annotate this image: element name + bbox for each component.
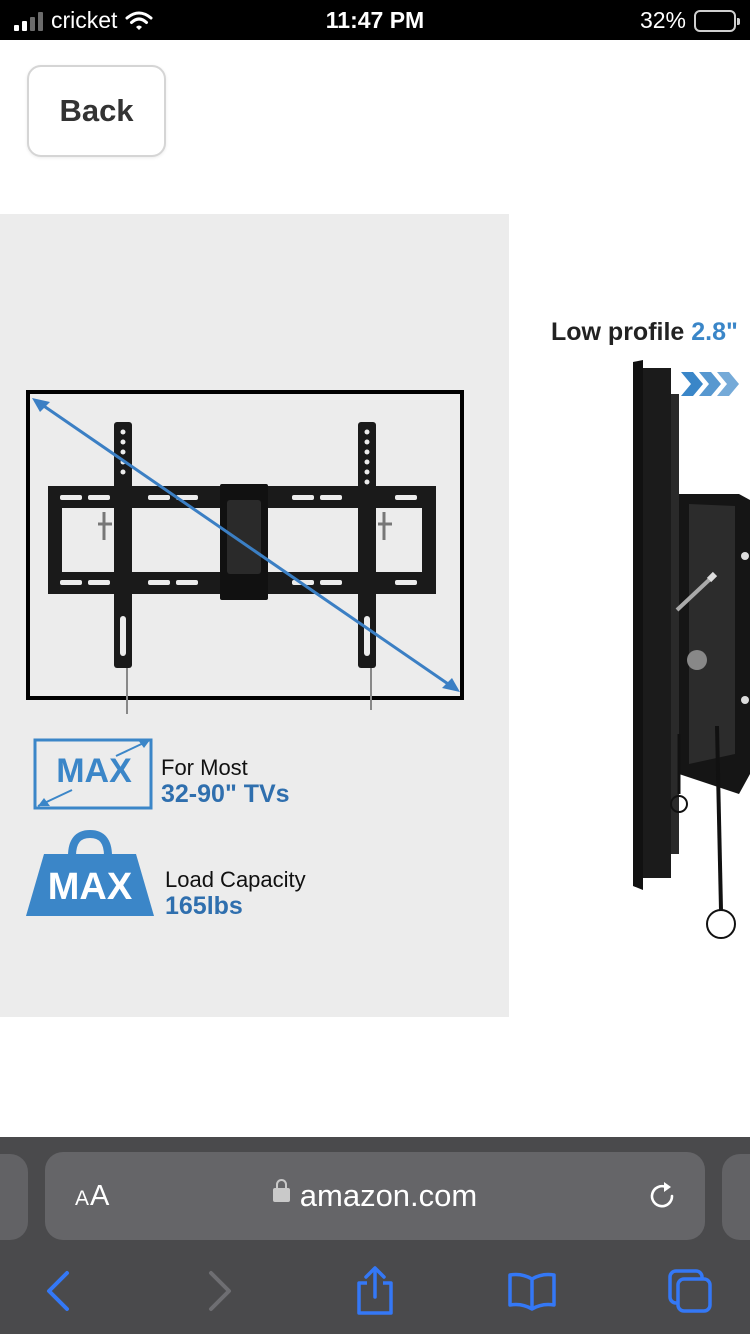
url-text: amazon.com bbox=[299, 1178, 478, 1213]
load-line2: 165lbs bbox=[165, 892, 243, 920]
low-profile-label: Low profile 2.8" bbox=[551, 318, 738, 347]
tabs-icon bbox=[668, 1269, 712, 1313]
cell-signal-icon bbox=[14, 11, 43, 31]
tabs-button[interactable] bbox=[664, 1265, 716, 1317]
carrier-name: cricket bbox=[51, 7, 118, 33]
chevron-left-icon bbox=[47, 1271, 69, 1311]
address-bar[interactable]: AA amazon.com bbox=[45, 1152, 705, 1240]
status-time: 11:47 PM bbox=[325, 7, 425, 33]
load-capacity-feature: Load Capacity 165lbs bbox=[165, 866, 306, 920]
tv-mount-side-illustration bbox=[633, 360, 750, 939]
reload-icon[interactable] bbox=[645, 1179, 679, 1213]
url-display[interactable]: amazon.com bbox=[45, 1178, 705, 1214]
low-profile-value: 2.8" bbox=[691, 318, 738, 346]
battery-percent: 32% bbox=[639, 7, 686, 33]
text-size-button[interactable]: AA bbox=[75, 1180, 110, 1213]
browser-toolbar: AA amazon.com bbox=[0, 1137, 750, 1334]
low-profile-text: Low profile bbox=[551, 318, 685, 346]
product-image-slide-2[interactable] bbox=[509, 214, 750, 1017]
max-size-badge-text: MAX bbox=[56, 752, 132, 790]
book-icon bbox=[508, 1272, 556, 1311]
carrier-group: cricket bbox=[14, 7, 153, 34]
text-size-small-a: A bbox=[75, 1187, 91, 1210]
browser-forward-button[interactable] bbox=[194, 1265, 246, 1317]
browser-back-button[interactable] bbox=[32, 1265, 84, 1317]
tv-size-feature: For Most 32-90" TVs bbox=[161, 754, 290, 808]
battery-group: 32% bbox=[639, 7, 740, 34]
tv-size-line1: For Most bbox=[161, 755, 248, 780]
lock-icon bbox=[272, 1178, 290, 1202]
max-size-icon bbox=[33, 738, 153, 810]
weight-icon bbox=[26, 830, 154, 916]
share-button[interactable] bbox=[349, 1265, 401, 1317]
back-button[interactable]: Back bbox=[27, 65, 166, 157]
text-size-big-a: A bbox=[90, 1180, 111, 1212]
max-weight-badge-text: MAX bbox=[47, 866, 133, 908]
tv-size-line2: 32-90" TVs bbox=[161, 780, 290, 808]
tv-mount-front-illustration bbox=[26, 390, 464, 714]
next-tab-preview[interactable] bbox=[722, 1154, 750, 1240]
load-line1: Load Capacity bbox=[165, 867, 306, 892]
wifi-icon bbox=[125, 11, 153, 30]
previous-tab-preview[interactable] bbox=[0, 1154, 28, 1240]
status-bar: cricket 11:47 PM 32% bbox=[0, 0, 750, 40]
share-icon bbox=[357, 1266, 393, 1315]
bookmarks-button[interactable] bbox=[506, 1265, 558, 1317]
product-image-slide-1[interactable]: MAX For Most 32-90" TVs MAX Load Capacit… bbox=[0, 214, 509, 1017]
battery-icon bbox=[694, 9, 740, 32]
chevron-right-icon bbox=[209, 1271, 231, 1311]
